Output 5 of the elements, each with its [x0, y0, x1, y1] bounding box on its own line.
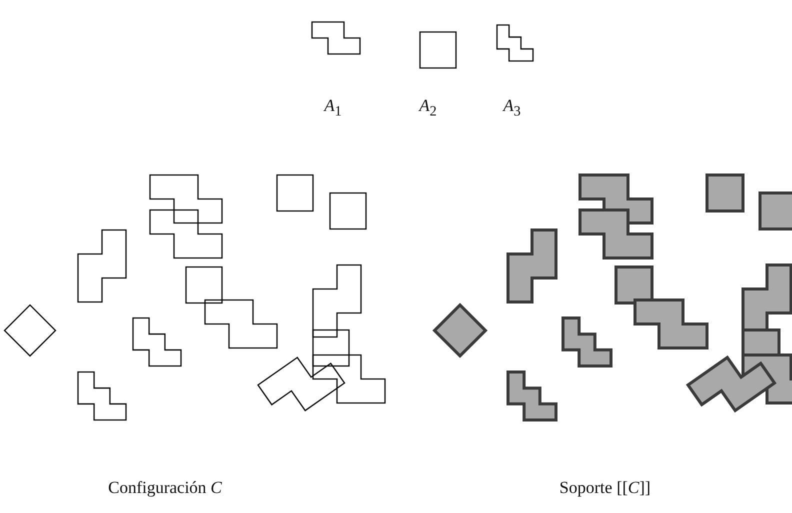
caption: Soporte [[C]]	[559, 478, 651, 498]
tile-label: A$_{3}$	[503, 96, 521, 120]
tile-label: A$_{2}$	[419, 96, 437, 120]
tile-label: A$_{1}$	[324, 96, 342, 120]
caption: Configuración C	[108, 478, 222, 498]
